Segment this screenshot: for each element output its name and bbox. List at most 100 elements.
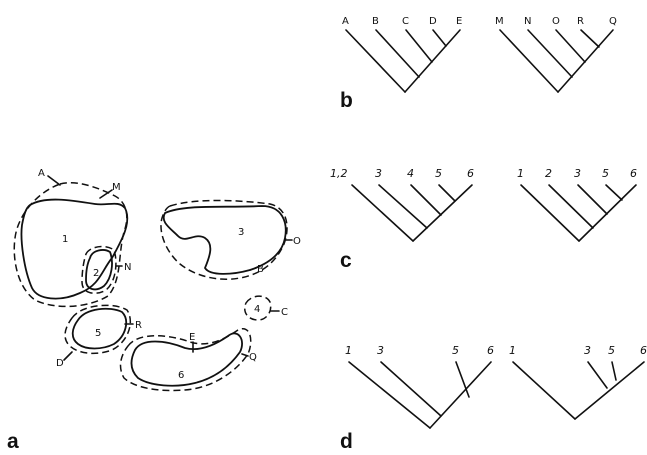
branch-left	[512, 361, 576, 420]
dashed-label-A: A	[38, 168, 45, 179]
branch-right	[412, 184, 473, 242]
tip-label: 5	[435, 167, 442, 180]
branch-left	[345, 29, 406, 93]
branch-right	[429, 361, 492, 429]
area-map: 1 2 3 4 5 6 A M N O B C R D E Q	[13, 168, 301, 392]
area-2-outline	[85, 249, 113, 291]
branch	[410, 184, 442, 216]
branch	[548, 184, 594, 229]
branch-left	[351, 184, 414, 242]
branch-left	[499, 29, 559, 93]
dashed-label-C: C	[281, 307, 288, 318]
dashed-label-O: O	[293, 236, 301, 247]
tip-label: 1	[509, 344, 516, 357]
area-1-outline	[20, 198, 129, 300]
area-label-5: 5	[95, 328, 101, 339]
panel-label-d: d	[340, 430, 353, 453]
branch	[378, 184, 428, 229]
tip-label: A	[342, 16, 349, 27]
tip-label: 1,2	[330, 167, 348, 180]
branch-left	[348, 361, 431, 429]
tip-label: D	[429, 16, 437, 27]
dashed-label-M: M	[112, 182, 121, 193]
branch	[375, 29, 420, 78]
branch-right	[557, 29, 614, 93]
tip-label: N	[524, 16, 531, 27]
cladogram-d-left: 1 3 5 6	[345, 344, 494, 429]
tip-label: R	[577, 16, 584, 27]
leader-A	[47, 175, 61, 186]
tip-label: O	[552, 16, 560, 27]
panel-label-a: a	[7, 430, 19, 453]
tip-label: 4	[407, 167, 414, 180]
panel-label-b: b	[340, 89, 353, 112]
tip-label: B	[372, 16, 379, 27]
tip-label: 5	[602, 167, 609, 180]
branch	[587, 361, 608, 389]
branch	[577, 184, 608, 215]
dashed-label-N: N	[124, 262, 131, 273]
tip-label: M	[495, 16, 504, 27]
dashed-label-R: R	[135, 320, 142, 331]
branch-left	[520, 184, 580, 242]
tip-label: 6	[640, 344, 647, 357]
tip-label: 3	[375, 167, 382, 180]
branch	[432, 29, 447, 47]
cladogram-c-left: 1,2 3 4 5 6	[330, 167, 474, 242]
branch	[438, 184, 456, 202]
branch-right	[578, 184, 637, 242]
branch	[580, 29, 600, 48]
tip-label: E	[456, 16, 462, 27]
leader-Q	[241, 353, 249, 357]
tip-label: Q	[609, 16, 617, 27]
tip-label: C	[402, 16, 409, 27]
branch	[380, 361, 442, 417]
tip-label: 2	[545, 167, 552, 180]
branch-right	[574, 361, 645, 420]
dashed-area-B	[160, 199, 288, 280]
tip-label: 1	[345, 344, 352, 357]
branch	[611, 361, 617, 381]
tip-label: 6	[467, 167, 474, 180]
branch-right	[404, 29, 461, 93]
area-label-4: 4	[254, 304, 260, 315]
area-6-outline	[130, 332, 243, 387]
leader-B	[249, 267, 257, 271]
branch	[405, 29, 433, 63]
dashed-label-Q: Q	[249, 352, 257, 363]
dashed-area-A	[13, 182, 128, 308]
leader-D	[63, 351, 73, 361]
cladogram-c-right: 1 2 3 5 6	[517, 167, 637, 242]
area-5-outline	[71, 307, 128, 350]
tip-label: 3	[584, 344, 591, 357]
dashed-label-B: B	[257, 264, 264, 275]
leader-M	[99, 189, 113, 199]
tip-label: 3	[574, 167, 581, 180]
area-label-6: 6	[178, 370, 184, 381]
dashed-label-D: D	[56, 358, 64, 369]
dashed-label-E: E	[189, 332, 195, 343]
dashed-area-E	[119, 327, 252, 392]
tip-label: 3	[377, 344, 384, 357]
area-3-outline	[162, 205, 287, 275]
area-label-3: 3	[238, 227, 244, 238]
tip-label: 6	[487, 344, 494, 357]
tip-label: 6	[630, 167, 637, 180]
tip-label: 1	[517, 167, 524, 180]
cladogram-b-right: M N O R Q	[495, 16, 617, 93]
cladogram-d-right: 1 3 5 6	[509, 344, 647, 420]
dashed-area-N	[81, 245, 117, 295]
branch	[555, 29, 586, 63]
branch	[605, 184, 623, 201]
area-label-2: 2	[93, 268, 99, 279]
area-4-dashed	[244, 295, 272, 321]
dashed-area-D	[64, 304, 132, 355]
branch	[455, 361, 470, 398]
cladogram-b-left: A B C D E	[342, 16, 462, 93]
branch	[527, 29, 573, 78]
tip-label: 5	[608, 344, 615, 357]
area-label-1: 1	[62, 234, 68, 245]
panel-label-c: c	[340, 249, 352, 272]
tip-label: 5	[452, 344, 459, 357]
